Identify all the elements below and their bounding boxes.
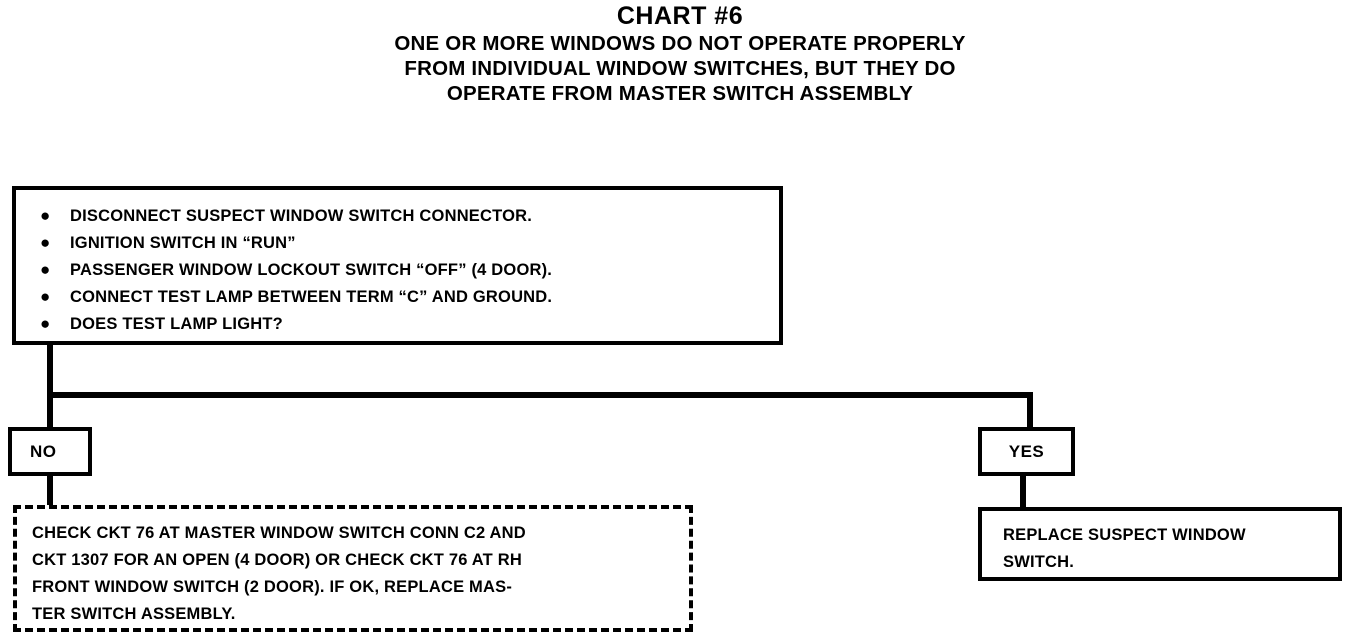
list-item: ● CONNECT TEST LAMP BETWEEN TERM “C” AND… (40, 283, 552, 310)
branch-box-yes: YES (978, 427, 1075, 476)
chart-subtitle-line-2: FROM INDIVIDUAL WINDOW SWITCHES, BUT THE… (404, 57, 956, 80)
connector-yes-to-action (1020, 473, 1026, 509)
page-title: CHART #6 (616, 2, 744, 30)
action-no-line-2: CKT 1307 FOR AN OPEN (4 DOOR) OR CHECK C… (32, 551, 522, 569)
bullet-icon: ● (40, 260, 51, 279)
action-box-yes: REPLACE SUSPECT WINDOW SWITCH. (978, 507, 1342, 581)
connector-decision-stem (47, 344, 53, 398)
list-item: ● DOES TEST LAMP LIGHT? (40, 310, 552, 337)
action-no-line-3: FRONT WINDOW SWITCH (2 DOOR). IF OK, REP… (32, 578, 513, 596)
chart-title-block: CHART #6 ONE OR MORE WINDOWS DO NOT OPER… (0, 0, 1360, 106)
bullet-icon: ● (40, 233, 51, 252)
list-item: ● PASSENGER WINDOW LOCKOUT SWITCH “OFF” … (40, 256, 552, 283)
decision-box: ● DISCONNECT SUSPECT WINDOW SWITCH CONNE… (12, 186, 783, 345)
decision-step-1: DISCONNECT SUSPECT WINDOW SWITCH CONNECT… (70, 207, 533, 225)
chart-subtitle-line-1: ONE OR MORE WINDOWS DO NOT OPERATE PROPE… (394, 32, 966, 55)
branch-label-yes: YES (1008, 441, 1045, 461)
decision-step-3: PASSENGER WINDOW LOCKOUT SWITCH “OFF” (4… (70, 261, 553, 279)
connector-to-yes-box (1027, 392, 1033, 430)
list-item: ● DISCONNECT SUSPECT WINDOW SWITCH CONNE… (40, 202, 552, 229)
action-no-line-1: CHECK CKT 76 AT MASTER WINDOW SWITCH CON… (32, 524, 526, 542)
action-yes-line-2: SWITCH. (1003, 553, 1075, 571)
decision-bullet-list: ● DISCONNECT SUSPECT WINDOW SWITCH CONNE… (40, 202, 552, 337)
connector-no-to-action (47, 473, 53, 507)
bullet-icon: ● (40, 287, 51, 306)
list-item: ● IGNITION SWITCH IN “RUN” (40, 229, 552, 256)
connector-horizontal-bus (47, 392, 1033, 398)
action-no-line-4: TER SWITCH ASSEMBLY. (32, 605, 236, 623)
decision-question: DOES TEST LAMP LIGHT? (70, 315, 283, 333)
action-yes-line-1: REPLACE SUSPECT WINDOW (1003, 526, 1246, 544)
chart-subtitle-line-3: OPERATE FROM MASTER SWITCH ASSEMBLY (446, 82, 914, 105)
decision-step-2: IGNITION SWITCH IN “RUN” (70, 234, 296, 252)
action-box-no: CHECK CKT 76 AT MASTER WINDOW SWITCH CON… (13, 505, 693, 632)
connector-to-no-box (47, 392, 53, 430)
bullet-icon: ● (40, 206, 51, 225)
decision-step-4: CONNECT TEST LAMP BETWEEN TERM “C” AND G… (70, 288, 553, 306)
branch-label-no: NO (30, 441, 57, 461)
branch-box-no: NO (8, 427, 92, 476)
bullet-icon: ● (40, 314, 51, 333)
